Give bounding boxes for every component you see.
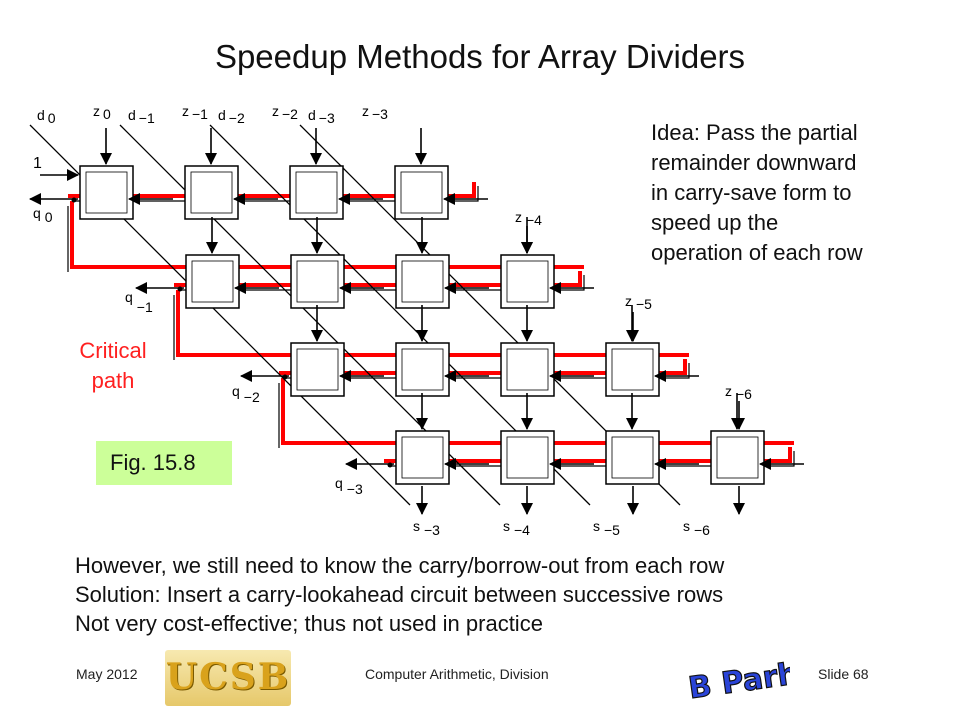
q-label: q−2	[232, 383, 260, 405]
q-label: q−1	[125, 289, 153, 315]
input-label: z−2	[272, 103, 298, 122]
z-label: z−4	[515, 209, 542, 228]
idea-line: speed up the	[651, 210, 779, 235]
footer-date: May 2012	[76, 666, 138, 682]
divider-cell-inner	[400, 171, 443, 214]
note-line: Solution: Insert a carry-lookahead circu…	[75, 582, 724, 607]
divider-cell-inner	[401, 436, 444, 479]
divider-cell-inner	[506, 260, 549, 303]
z-label: z−6	[725, 383, 752, 402]
footer-slide-number: Slide 68	[818, 666, 869, 682]
divider-cell	[184, 165, 239, 220]
divider-cell-inner	[716, 436, 759, 479]
divider-cell-inner	[191, 260, 234, 303]
q-label: q−3	[335, 475, 363, 497]
s-label: s−6	[683, 518, 710, 538]
junction-dot	[71, 197, 77, 203]
idea-line: remainder downward	[651, 150, 857, 175]
divider-cell-inner	[85, 171, 128, 214]
input-label: d−2	[218, 107, 245, 126]
divider-cell	[395, 342, 450, 397]
footer-course: Computer Arithmetic, Division	[365, 666, 549, 682]
divider-cell-inner	[190, 171, 233, 214]
note-line: Not very cost-effective; thus not used i…	[75, 611, 543, 636]
divider-cell	[500, 342, 555, 397]
bottom-notes: However, we still need to know the carry…	[75, 551, 724, 638]
divider-cell-inner	[506, 348, 549, 391]
note-line: However, we still need to know the carry…	[75, 553, 725, 578]
divider-cell	[395, 254, 450, 309]
input-label: z−1	[182, 103, 208, 122]
idea-line: Idea: Pass the partial	[651, 120, 858, 145]
divider-cell-inner	[506, 436, 549, 479]
slide-title: Speedup Methods for Array Dividers	[214, 38, 746, 75]
divider-cell-inner	[401, 348, 444, 391]
divider-cell	[710, 430, 765, 485]
divider-cell	[605, 342, 660, 397]
s-label: s−5	[593, 518, 620, 538]
divider-cell	[290, 254, 345, 309]
idea-line: operation of each row	[651, 240, 863, 265]
divider-cell	[500, 430, 555, 485]
signature-text: B Parhami	[686, 648, 790, 706]
junction-dot	[282, 374, 288, 380]
critical-path-label: Critical path	[79, 338, 147, 393]
divider-cell	[500, 254, 555, 309]
divider-cell-inner	[611, 436, 654, 479]
divider-cell	[290, 342, 345, 397]
divider-cell-inner	[296, 348, 339, 391]
idea-text: Idea: Pass the partial remainder downwar…	[651, 118, 951, 268]
ucsb-logo: UCSB	[165, 650, 291, 706]
divider-cell-inner	[611, 348, 654, 391]
junction-dot	[387, 462, 393, 468]
divider-cells	[79, 165, 765, 485]
divider-cell	[605, 430, 660, 485]
divider-cell-inner	[296, 260, 339, 303]
input-label: z−3	[362, 103, 388, 122]
author-signature-logo: B Parhami	[686, 648, 790, 707]
signal-arrows	[29, 128, 804, 515]
divider-cell-inner	[401, 260, 444, 303]
divider-cell	[289, 165, 344, 220]
ucsb-logo-text: UCSB	[165, 656, 291, 698]
z-label: z−5	[625, 293, 652, 312]
divider-cell	[185, 254, 240, 309]
s-label: s−3	[413, 518, 440, 538]
divider-cell-inner	[295, 171, 338, 214]
idea-line: in carry-save form to	[651, 180, 852, 205]
divider-cell	[395, 430, 450, 485]
divider-cell	[79, 165, 134, 220]
junction-dot	[177, 286, 183, 292]
input-label: d−1	[128, 107, 155, 126]
s-label: s−4	[503, 518, 530, 538]
figure-caption: Fig. 15.8	[96, 441, 232, 485]
input-label: d−3	[308, 107, 335, 126]
divider-cell	[394, 165, 449, 220]
one-label: 1	[33, 155, 42, 172]
